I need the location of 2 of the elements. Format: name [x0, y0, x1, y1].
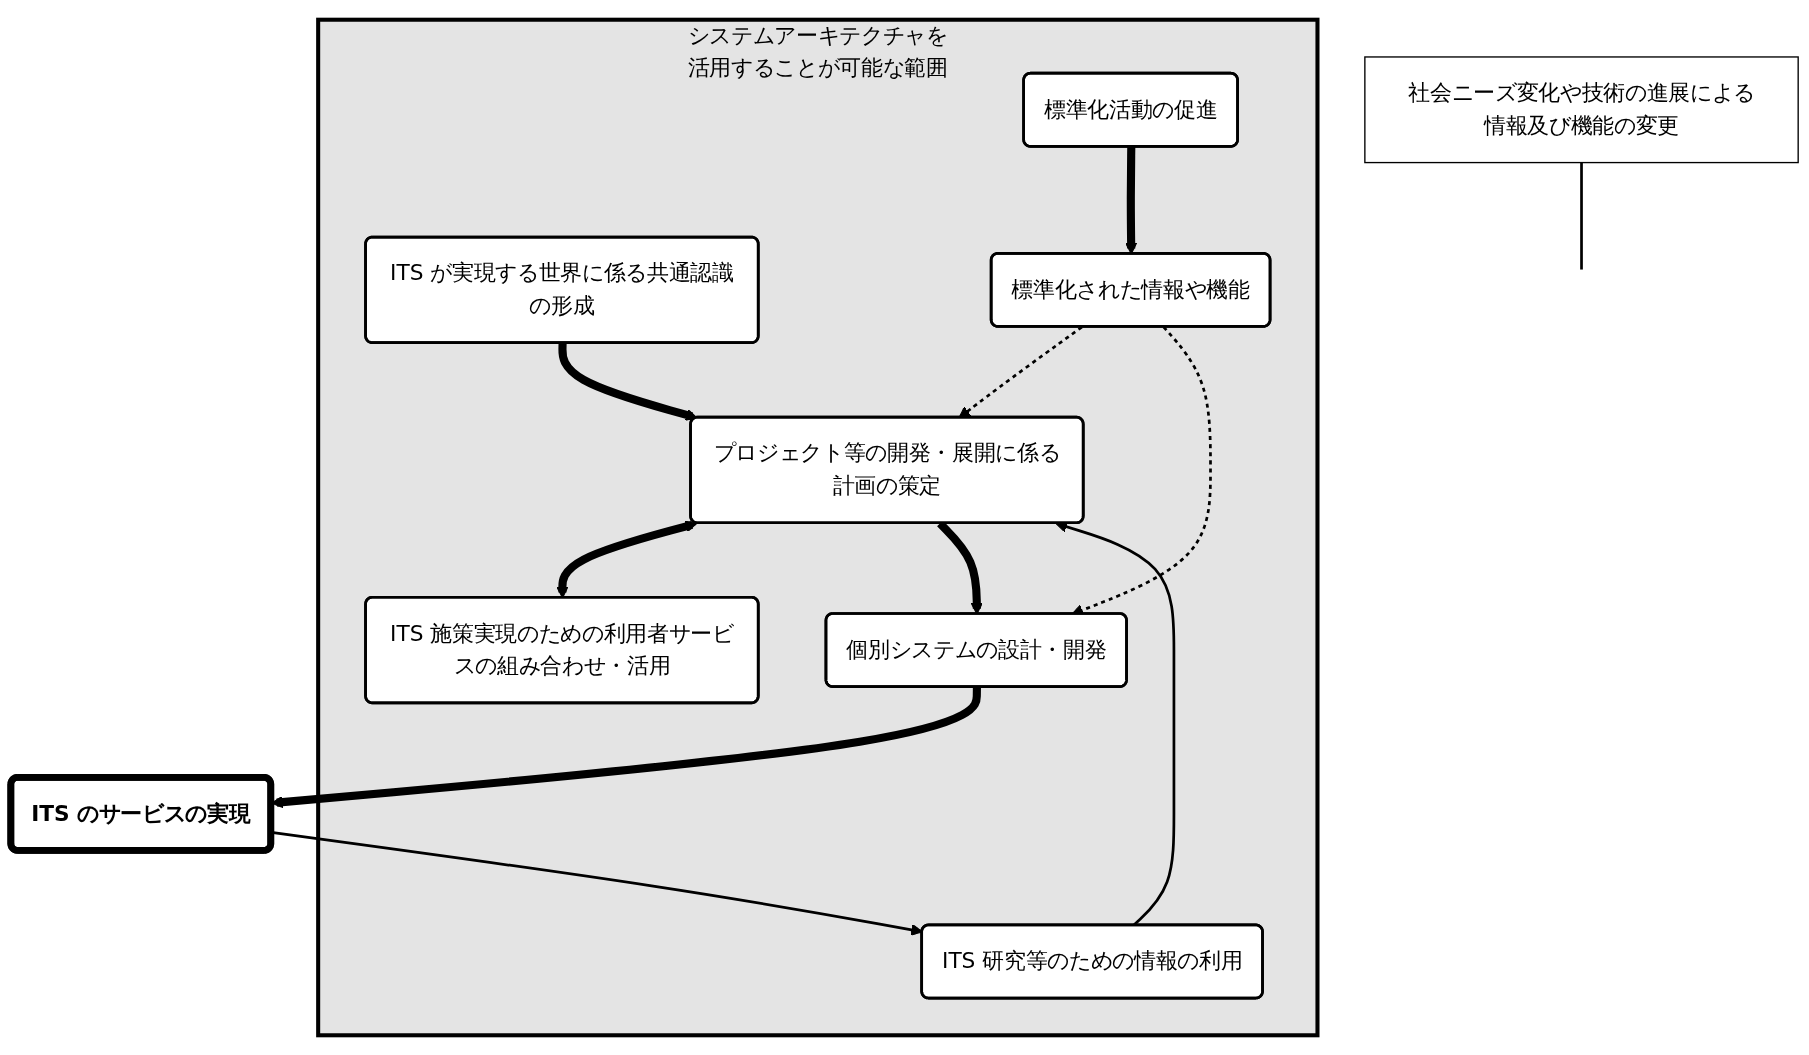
- node-box: 社会ニーズ変化や技術の進展による情報及び機能の変更: [1364, 56, 1799, 164]
- connector: [1580, 162, 1583, 270]
